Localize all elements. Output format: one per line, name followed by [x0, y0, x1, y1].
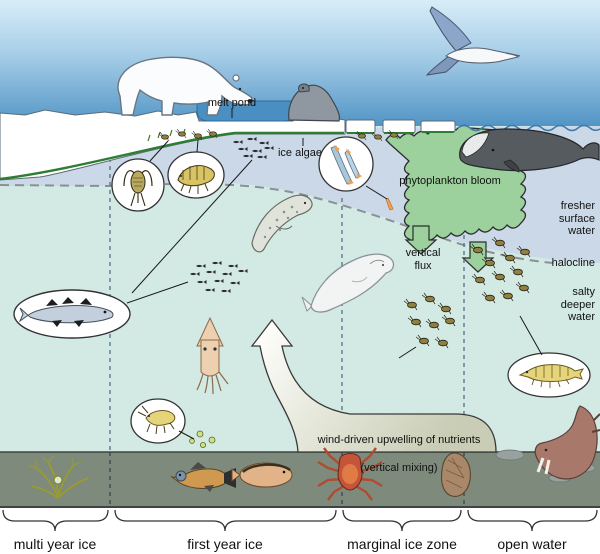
upwelling-arrow — [250, 318, 497, 453]
salty-deeper-water-label: salty deeper water — [560, 286, 595, 323]
flatfish-icon — [231, 462, 293, 488]
stray-larval-fish — [385, 197, 394, 211]
zone-label-first-year-ice: first year ice — [187, 536, 263, 552]
larval-fish-icon — [318, 136, 394, 211]
crab-icon — [317, 447, 383, 501]
halocline-label: halocline — [551, 257, 595, 269]
fresher-surface-water-label: fresher surface water — [558, 200, 595, 237]
ringed-seal-icon — [251, 194, 313, 253]
sea-surface-waves — [457, 124, 600, 132]
squid-icon — [196, 316, 229, 395]
connector-lines — [126, 108, 543, 440]
krill-icon — [507, 352, 591, 398]
upwelling-label-line2: (vertical mixing) — [360, 462, 438, 474]
copepod-icon — [111, 158, 165, 212]
phytoplankton-bloom-label: phytoplankton bloom — [399, 175, 501, 187]
arctic-cod-icon — [13, 289, 131, 339]
upwelling-label: wind-driven upwelling of nutrients (vert… — [303, 419, 495, 475]
sculpin-icon — [170, 462, 236, 492]
zone-label-open-water: open water — [497, 536, 567, 552]
zone-label-marginal-ice-zone: marginal ice zone — [347, 536, 457, 552]
upwelling-label-line1: wind-driven upwelling of nutrients — [317, 434, 481, 446]
ice-floes — [345, 119, 456, 134]
vertical-flux-label: vertical flux — [405, 247, 441, 272]
seafloor — [0, 452, 600, 507]
zone-label-multi-year-ice: multi year ice — [13, 536, 97, 552]
zone-braces — [2, 509, 598, 532]
algae-tufts — [147, 128, 186, 142]
walrus-icon — [495, 405, 600, 483]
polar-bear-icon — [117, 56, 253, 116]
bowhead-whale-icon — [459, 128, 600, 173]
sponge-icon — [440, 452, 471, 497]
seabird-icon — [425, 6, 521, 76]
mysid-icon — [130, 398, 216, 448]
amphipod-icon — [167, 151, 225, 199]
ice-algae-label: ice algae — [277, 147, 323, 159]
melt-pond-label: melt pond — [207, 97, 257, 109]
bearded-seal-icon — [288, 83, 341, 122]
beluga-whale-icon — [301, 253, 395, 313]
algae-particles-icon — [189, 430, 216, 448]
vertical-flux-arrow-left — [404, 225, 438, 255]
coral-icon — [28, 455, 89, 499]
